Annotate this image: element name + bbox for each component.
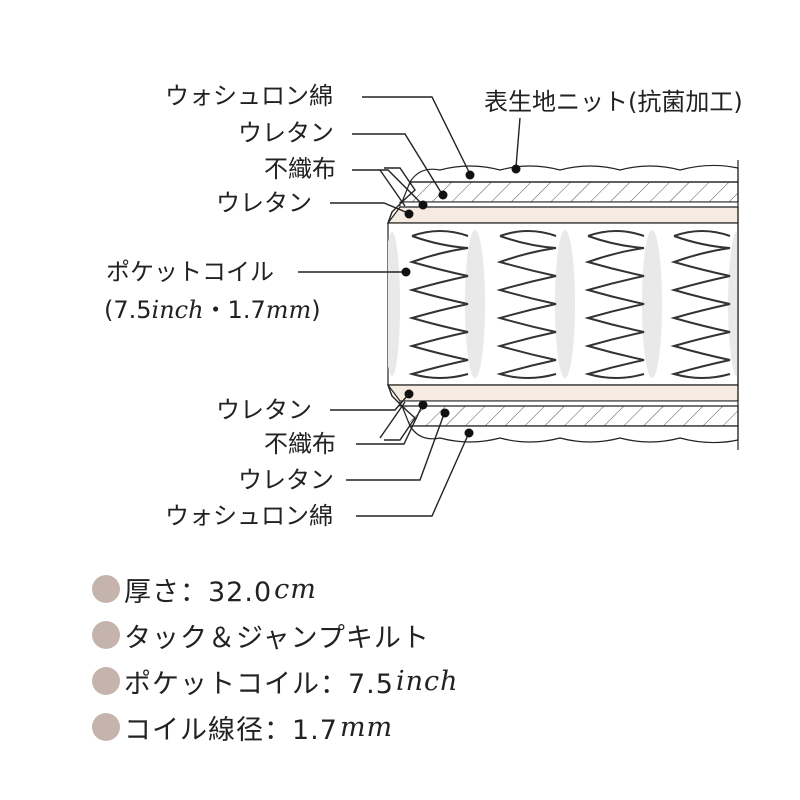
- label-urethane-top-outer: ウレタン: [238, 119, 334, 147]
- top-knit-layer: [408, 164, 739, 183]
- urethane-bottom-inner-layer: [386, 384, 739, 402]
- top-tuck-edge: [384, 167, 416, 224]
- label-pocket-coil: ポケットコイル: [106, 258, 274, 286]
- marker-dot: [418, 400, 428, 410]
- pocket-coil-core: [387, 222, 739, 386]
- label-urethane-bottom-inner: ウレタン: [216, 396, 312, 424]
- bullet-icon: [92, 575, 120, 603]
- label-top-knit: 表生地ニット(抗菌加工): [484, 88, 743, 116]
- spec-unit: mm: [339, 711, 394, 743]
- top-tuck-fold: [379, 169, 406, 207]
- spec-item-coil-wire: コイル線径：1.7 mm: [92, 704, 459, 750]
- spec-text: コイル線径：1.7: [124, 714, 338, 746]
- top-layers: [379, 164, 739, 224]
- label-wash-cotton-top: ウォシュロン綿: [165, 82, 333, 110]
- wash-cotton-top-layer: [401, 181, 739, 203]
- bullet-icon: [92, 713, 120, 741]
- bullet-icon: [92, 667, 120, 695]
- label-nonwoven-top: 不織布: [264, 155, 336, 183]
- urethane-bottom-outer-layer: [399, 400, 739, 407]
- spec-item-thickness: 厚さ：32.0 cm: [92, 566, 459, 612]
- coil-spring: [408, 230, 469, 379]
- bottom-knit-layer: [408, 425, 739, 444]
- marker-dot: [404, 389, 414, 399]
- label-nonwoven-bottom: 不織布: [264, 430, 336, 458]
- leader-lines: [298, 96, 521, 517]
- marker-dot: [465, 170, 475, 180]
- marker-dot: [401, 267, 411, 277]
- spec-text: ポケットコイル：7.5: [124, 668, 394, 700]
- marker-dot: [511, 164, 521, 174]
- label-pocket-coil-spec: (7.5inch・1.7mm): [104, 296, 321, 324]
- spec-item-pocket-coil: ポケットコイル：7.5 inch: [92, 658, 459, 704]
- marker-dot: [440, 408, 450, 418]
- marker-dot: [464, 428, 474, 438]
- spec-item-quilt: タック＆ジャンプキルト: [92, 612, 459, 658]
- label-wash-cotton-bottom: ウォシュロン綿: [165, 502, 333, 530]
- spec-unit: cm: [274, 573, 317, 605]
- bottom-tuck-edge: [384, 384, 416, 441]
- bottom-tuck-fold: [379, 401, 406, 439]
- marker-dot: [418, 200, 428, 210]
- spec-text: 厚さ：32.0: [124, 576, 273, 608]
- spec-list: 厚さ：32.0 cm タック＆ジャンプキルト ポケットコイル：7.5 inch …: [92, 566, 459, 750]
- bullet-icon: [92, 621, 120, 649]
- marker-dot: [438, 190, 448, 200]
- spec-text: タック＆ジャンプキルト: [124, 622, 430, 654]
- layer-labels: 表生地ニット(抗菌加工) ウォシュロン綿 ウレタン 不織布 ウレタン ポケットコ…: [104, 82, 743, 530]
- wash-cotton-bottom-layer: [401, 405, 739, 427]
- label-urethane-bottom-outer: ウレタン: [238, 466, 334, 494]
- marker-dot: [404, 209, 414, 219]
- bottom-layers: [379, 160, 739, 450]
- urethane-top-inner-layer: [386, 206, 739, 224]
- urethane-top-outer-layer: [399, 201, 739, 208]
- spec-unit: inch: [395, 665, 459, 697]
- label-urethane-top-inner: ウレタン: [216, 189, 312, 217]
